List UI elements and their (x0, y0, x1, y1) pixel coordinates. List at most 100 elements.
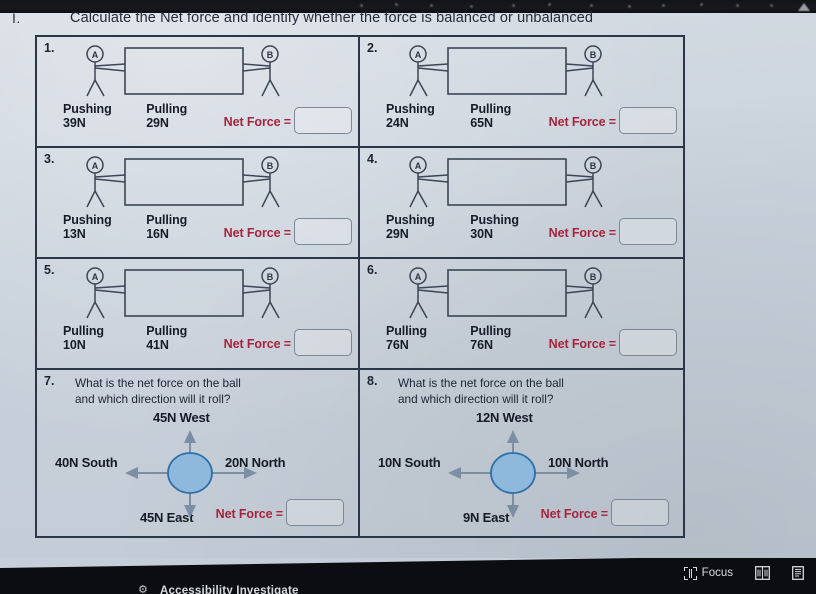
figure-a-label: A (415, 50, 422, 60)
single-page-icon (792, 566, 804, 580)
ball-shape (167, 451, 213, 494)
problem-cell-5: 5. A (37, 259, 360, 368)
force-diagram-5: A B (67, 266, 297, 324)
ball-force-diagram-7: 45N West 40N South 20N North 45N East (45, 410, 352, 528)
net-force-label: Net Force = (548, 115, 616, 129)
figure-b-label: B (267, 50, 274, 60)
left-force-value: 24N (386, 115, 409, 130)
problem-cell-3: 3. A (37, 148, 360, 257)
problem-cell-4: 4. A (360, 148, 683, 257)
net-force-group: Net Force = (549, 329, 677, 356)
focus-label: Focus (701, 567, 733, 579)
stick-figures-box-svg: A B (409, 156, 603, 208)
toolbar-actions: Focus (683, 566, 804, 580)
force-labels-4: Pushing 29N Pushing 30N Net Force = (368, 213, 677, 245)
question-text-7: What is the net force on the ball and wh… (75, 376, 290, 408)
force-diagram-3: A B (67, 155, 297, 213)
right-action-text: Pushing (470, 213, 519, 227)
book-spread-icon (755, 566, 770, 580)
stick-figures-box-svg: A B (409, 267, 603, 319)
net-force-group: Net Force = (541, 498, 669, 526)
right-force-value: 16N (146, 226, 169, 241)
net-force-label: Net Force = (223, 226, 291, 240)
down-force-label: 9N East (463, 509, 510, 525)
net-force-label: Net Force = (223, 337, 291, 351)
left-force-value: 13N (63, 226, 86, 241)
force-diagram-4: A B (390, 155, 620, 213)
problem-cell-2: 2. A (360, 37, 683, 146)
force-labels-5: Pulling 10N Pulling 41N Net Force = (45, 324, 352, 356)
left-action-text: Pushing (63, 213, 112, 227)
figure-a-label: A (415, 161, 422, 171)
problem-number: 1. (44, 41, 55, 55)
problem-number: 4. (367, 152, 378, 166)
force-labels-2: Pushing 24N Pulling 65N Net Force = (368, 102, 677, 134)
book-spread-svg (755, 566, 770, 580)
ball-arrows-svg (448, 429, 580, 518)
figure-a-label: A (92, 50, 99, 60)
net-force-answer-box[interactable] (619, 329, 677, 356)
table-row: 5. A (37, 259, 683, 370)
right-force-label: 10N North (548, 454, 609, 470)
net-force-answer-box[interactable] (286, 498, 344, 526)
net-force-answer-box[interactable] (611, 498, 669, 526)
question-line-1: What is the net force on the ball (75, 376, 241, 390)
top-strip-marker-icon (798, 3, 810, 11)
right-force-value: 65N (470, 115, 493, 130)
left-force-label: 40N South (55, 454, 118, 470)
book-spread-button[interactable] (755, 566, 770, 580)
left-force-value: 29N (386, 226, 409, 241)
force-diagram-6: A B (390, 266, 620, 324)
right-force-label: Pulling 65N (470, 102, 546, 130)
top-strip-speckles (0, 0, 816, 13)
problem-number: 6. (367, 263, 378, 277)
left-force-label: Pulling 10N (63, 324, 146, 352)
ball-force-diagram-8: 12N West 10N South 10N North 9N East (368, 410, 677, 528)
problem-number: 5. (44, 263, 55, 277)
focus-button[interactable]: Focus (683, 566, 733, 580)
left-action-text: Pushing (63, 102, 112, 116)
net-force-answer-box[interactable] (619, 107, 677, 134)
force-labels-1: Pushing 39N Pulling 29N Net Force = (45, 102, 352, 134)
left-force-label: Pushing 24N (386, 102, 470, 130)
net-force-answer-box[interactable] (619, 218, 677, 245)
page-title: Calculate the Net force and identify whe… (70, 10, 594, 26)
left-action-text: Pushing (386, 213, 435, 227)
net-force-answer-box[interactable] (294, 107, 352, 134)
net-force-answer-box[interactable] (294, 329, 352, 356)
focus-frame-icon (683, 566, 697, 580)
left-force-label: Pushing 29N (386, 213, 470, 241)
right-force-label: Pulling 29N (146, 102, 221, 130)
right-force-value: 41N (146, 337, 169, 352)
force-labels-6: Pulling 76N Pulling 76N Net Force = (368, 324, 677, 356)
question-line-1: What is the net force on the ball (398, 376, 564, 390)
left-force-label: Pushing 13N (63, 213, 146, 241)
up-force-label: 12N West (476, 409, 533, 425)
right-force-label: Pulling 76N (470, 324, 546, 352)
question-text-8: What is the net force on the ball and wh… (398, 376, 613, 408)
table-row: 7. What is the net force on the ball and… (37, 370, 683, 536)
figure-b-label: B (590, 272, 597, 282)
stick-figures-box-svg: A B (86, 156, 280, 208)
right-action-text: Pulling (470, 102, 512, 116)
accessibility-investigate-label[interactable]: Accessibility Investigate (160, 585, 299, 594)
figure-a-label: A (415, 272, 422, 282)
net-force-answer-box[interactable] (294, 218, 352, 245)
net-force-label: Net Force = (548, 226, 616, 240)
question-line-2: and which direction will it roll? (398, 391, 554, 406)
section-numeral: I. (12, 10, 21, 26)
force-diagram-1: A B (67, 44, 297, 102)
problem-cell-1: 1. A (37, 37, 360, 146)
net-force-group: Net Force = (548, 107, 677, 134)
table-row: 1. A (37, 37, 683, 148)
net-force-group: Net Force = (223, 329, 352, 356)
ball-shape (490, 451, 536, 494)
figure-a-label: A (92, 272, 99, 282)
right-force-value: 29N (146, 115, 169, 130)
right-force-label: 20N North (225, 454, 286, 470)
left-action-text: Pushing (386, 102, 435, 116)
single-page-button[interactable] (792, 566, 804, 580)
net-force-group: Net Force = (216, 498, 344, 526)
right-action-text: Pulling (470, 324, 512, 338)
